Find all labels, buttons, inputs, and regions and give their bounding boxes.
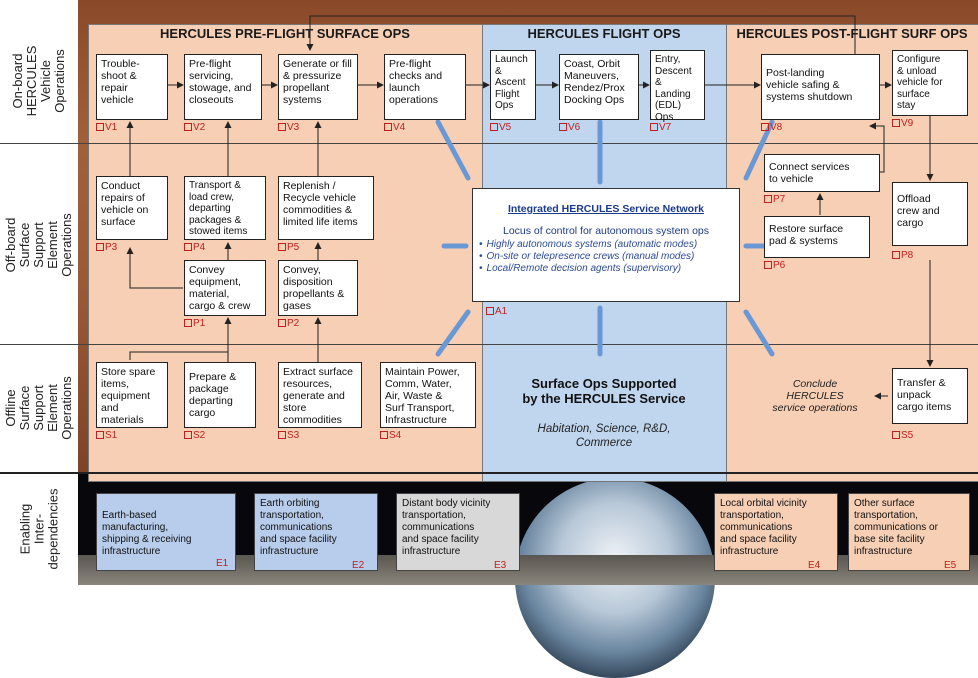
box-e1: Earth-based manufacturing, shipping & re…: [96, 493, 236, 571]
network-item: Local/Remote decision agents (supervisor…: [487, 263, 739, 275]
box-p3: Conduct repairs of vehicle on surface: [96, 176, 168, 240]
box-v2: Pre-flight servicing, stowage, and close…: [184, 54, 262, 120]
box-s1: Store spare items, equipment and materia…: [96, 362, 168, 428]
box-p2: Convey, disposition propellants & gases: [278, 260, 358, 316]
flight-title: HERCULES FLIGHT OPS: [527, 26, 681, 41]
tag-e3: E3: [494, 560, 507, 571]
tag-p1: P1: [184, 318, 205, 329]
box-e3: Distant body vicinity transportation, co…: [396, 493, 520, 571]
surface-ops-subtitle: Habitation, Science, R&D, Commerce: [537, 423, 671, 449]
tag-v1: V1: [96, 122, 117, 133]
network-list: Highly autonomous systems (automatic mod…: [473, 239, 739, 275]
service-network-box: Integrated HERCULES Service Network Locu…: [472, 188, 740, 302]
box-s2: Prepare & package departing cargo: [184, 362, 256, 428]
network-title: Integrated HERCULES Service Network: [507, 203, 705, 215]
box-s3: Extract surface resources, generate and …: [278, 362, 362, 428]
row-divider: [0, 344, 978, 345]
tag-e4: E4: [808, 560, 821, 571]
link-post-network: [743, 309, 775, 357]
box-s4: Maintain Power, Comm, Water, Air, Waste …: [380, 362, 476, 428]
surface-ops-title: Surface Ops Supported by the HERCULES Se…: [522, 376, 686, 406]
tag-p6: P6: [764, 260, 785, 271]
box-v1: Trouble- shoot & repair vehicle: [96, 54, 168, 120]
flow-p1-p3: [126, 247, 183, 289]
tag-p2: P2: [278, 318, 299, 329]
tag-v6: V6: [559, 122, 580, 133]
tag-p4: P4: [184, 242, 205, 253]
tag-s4: S4: [380, 430, 401, 441]
link-s4-network: [435, 309, 471, 357]
tag-v3: V3: [278, 122, 299, 133]
box-v4: Pre-flight checks and launch operations: [384, 54, 466, 120]
box-v6: Coast, Orbit Maneuvers, Rendez/Prox Dock…: [559, 54, 639, 120]
tag-v4: V4: [384, 122, 405, 133]
tag-p8: P8: [892, 250, 913, 261]
tag-v5: V5: [490, 122, 511, 133]
tag-p3: P3: [96, 242, 117, 253]
box-v5: Launch & Ascent Flight Ops: [490, 50, 536, 120]
box-e4: Local orbital vicinity transportation, c…: [714, 493, 838, 571]
row-divider: [0, 143, 978, 144]
box-p5: Replenish / Recycle vehicle commodities …: [278, 176, 374, 240]
row-divider: [0, 472, 978, 474]
box-e5: Other surface transportation, communicat…: [848, 493, 970, 571]
box-p4: Transport & load crew, departing package…: [184, 176, 266, 240]
box-v7: Entry, Descent & Landing (EDL) Ops: [650, 50, 705, 123]
tag-s5: S5: [892, 430, 913, 441]
box-v8: Post-landing vehicle safing & systems sh…: [761, 54, 880, 120]
tag-e5: E5: [944, 560, 957, 571]
box-p1: Convey equipment, material, cargo & crew: [184, 260, 266, 316]
connector-lines: [126, 15, 934, 400]
flow-loop-top: [306, 15, 856, 54]
tag-a1: A1: [486, 306, 507, 317]
box-s5: Transfer & unpack cargo items: [892, 368, 968, 424]
network-locus: Locus of control for autonomous system o…: [502, 225, 710, 237]
network-item: On-site or telepresence crews (manual mo…: [487, 251, 739, 263]
box-p8: Offload crew and cargo: [892, 182, 968, 246]
tag-v8: V8: [761, 122, 782, 133]
tag-p7: P7: [764, 194, 785, 205]
preflight-title: HERCULES PRE-FLIGHT SURFACE OPS: [160, 26, 410, 41]
flow-p7-v8: [869, 122, 885, 173]
tag-v9: V9: [892, 118, 913, 129]
box-p6: Restore surface pad & systems: [764, 216, 870, 258]
tag-p5: P5: [278, 242, 299, 253]
box-e2: Earth orbiting transportation, communica…: [254, 493, 378, 571]
tag-s1: S1: [96, 430, 117, 441]
tag-e1: E1: [216, 558, 229, 569]
network-item: Highly autonomous systems (automatic mod…: [487, 239, 739, 251]
conclude-text: Conclude HERCULES service operations: [772, 378, 858, 414]
tag-v2: V2: [184, 122, 205, 133]
box-v9: Configure & unload vehicle for surface s…: [892, 50, 968, 116]
link-v4-network: [435, 119, 471, 181]
tag-e2: E2: [352, 560, 365, 571]
row-label-sidebar: [0, 0, 78, 585]
tag-s3: S3: [278, 430, 299, 441]
diagram-canvas: On-board HERCULES Vehicle Operations Off…: [0, 0, 978, 585]
postflight-title: HERCULES POST-FLIGHT SURF OPS: [736, 26, 968, 41]
box-p7: Connect services to vehicle: [764, 154, 880, 192]
tag-v7: V7: [650, 122, 671, 133]
box-v3: Generate or fill & pressurize propellant…: [278, 54, 358, 120]
flow-s1-s2-link: [129, 351, 228, 360]
tag-s2: S2: [184, 430, 205, 441]
